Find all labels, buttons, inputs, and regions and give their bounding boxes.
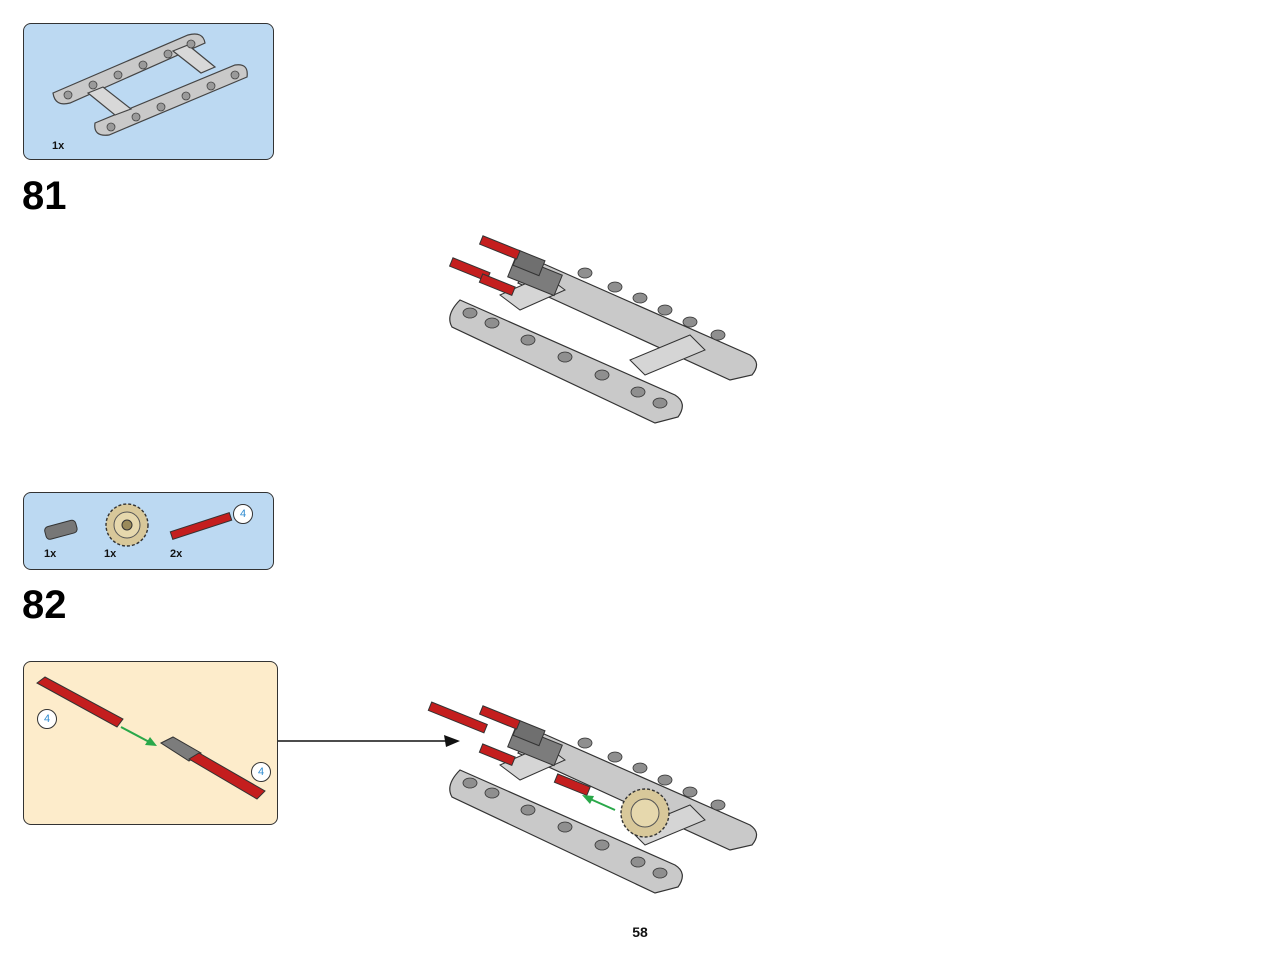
gear-20-tooth-icon [105, 503, 149, 547]
axle-length-badge-top: 4 [37, 709, 57, 729]
bush-icon [44, 519, 78, 540]
axle-length-badge-bottom: 4 [251, 762, 271, 782]
frame-5x7-icon [52, 33, 248, 136]
assembly-illustration-step-82 [427, 701, 758, 894]
page-number: 58 [632, 924, 648, 940]
step-number: 82 [22, 583, 67, 627]
step-number: 81 [22, 174, 67, 218]
axle-4-icon [169, 511, 233, 541]
part-qty: 2x [170, 548, 183, 560]
assembly-illustration-step-81 [448, 235, 758, 424]
part-qty: 1x [52, 140, 65, 152]
axle-length-badge: 4 [233, 504, 253, 524]
callout-connector-arrow [278, 735, 460, 747]
part-qty: 1x [104, 548, 117, 560]
part-qty: 1x [44, 548, 57, 560]
subassembly-illustration [36, 676, 266, 800]
